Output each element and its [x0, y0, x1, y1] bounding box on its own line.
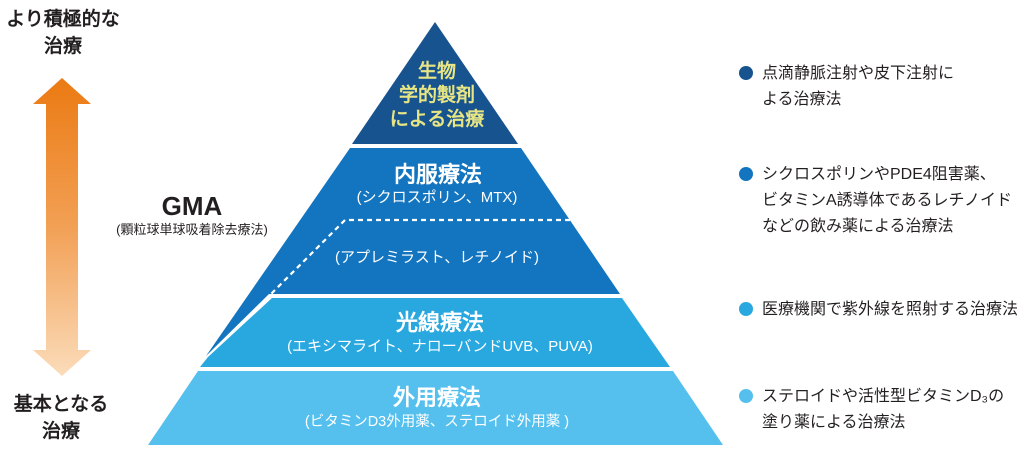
- bullet-text: シクロスポリンやPDE4阻害薬、 ビタミンA誘導体であるレチノイド などの飲み薬…: [762, 166, 1013, 235]
- bullet-item-topical: ステロイドや活性型ビタミンD₃の 塗り薬による治療法: [739, 384, 1004, 436]
- bullet-dot-icon: [739, 302, 753, 316]
- tier-oral-subtitle: (シクロスポリン、MTX): [356, 189, 518, 206]
- bullet-text: 医療機関で紫外線を照射する治療法: [762, 301, 1019, 318]
- treatment-descriptions: 点滴静脈注射や皮下注射に よる治療法 シクロスポリンやPDE4阻害薬、 ビタミン…: [739, 0, 1024, 465]
- tier-topical-shape: [148, 371, 723, 445]
- gma-label-block: GMA (顆粒球単球吸着除去療法): [116, 192, 268, 238]
- tier-oral-subtitle2: (アプレミラスト、レチノイド): [335, 249, 539, 266]
- tier-biologics-label: 生物 学的製剤 による治療: [389, 61, 485, 130]
- axis-label-top: より積極的な 治療: [6, 9, 120, 57]
- bullet-dot-icon: [739, 66, 753, 80]
- tier-topical-title: 外用療法: [392, 385, 482, 410]
- axis-label-bottom: 基本となる 治療: [13, 394, 109, 442]
- tier-phototherapy-shape: [200, 298, 670, 367]
- tier-biologics-shape: [352, 22, 518, 144]
- bullet-item-biologics: 点滴静脈注射や皮下注射に よる治療法: [739, 61, 954, 113]
- bullet-dot-icon: [739, 167, 753, 181]
- gma-title: GMA: [161, 191, 223, 221]
- tier-topical-subtitle: (ビタミンD3外用薬、ステロイド外用薬 ): [304, 414, 570, 430]
- bullet-item-oral: シクロスポリンやPDE4阻害薬、 ビタミンA誘導体であるレチノイド などの飲み薬…: [739, 162, 1012, 240]
- tier-oral-title: 内服療法: [393, 162, 483, 187]
- intensity-double-arrow-icon: [33, 78, 91, 376]
- tier-oral-and-gma-shape: [206, 148, 620, 356]
- tier-phototherapy-subtitle: (エキシマライト、ナローバンドUVB、PUVA): [287, 338, 593, 355]
- gma-subtitle: (顆粒球単球吸着除去療法): [116, 222, 268, 237]
- bullet-dot-icon: [739, 389, 753, 403]
- bullet-text: 点滴静脈注射や皮下注射に よる治療法: [762, 65, 955, 108]
- bullet-item-phototherapy: 医療機関で紫外線を照射する治療法: [739, 297, 1018, 323]
- tier-phototherapy-title: 光線療法: [395, 310, 485, 335]
- oral-tier-dashed-divider: [269, 218, 570, 296]
- bullet-text: ステロイドや活性型ビタミンD₃の 塗り薬による治療法: [762, 388, 1005, 431]
